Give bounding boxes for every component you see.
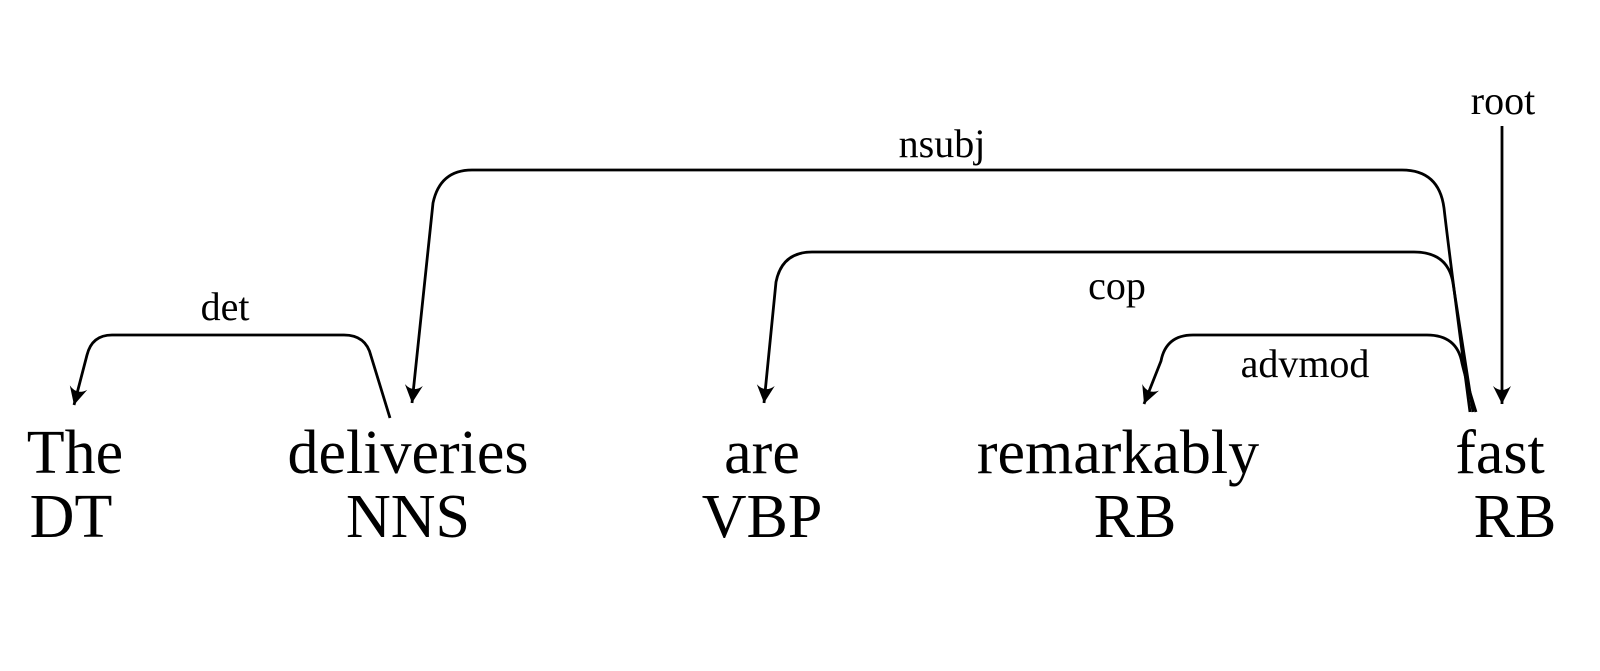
word-token: are	[724, 419, 800, 487]
pos-tag: DT	[30, 483, 113, 551]
dep-arc-cop	[756, 250, 1475, 413]
dep-label-cop: cop	[1088, 263, 1146, 308]
word-token: deliveries	[287, 419, 528, 487]
pos-tag: VBP	[702, 483, 823, 551]
dep-label-nsubj: nsubj	[899, 121, 986, 166]
pos-tag: RB	[1094, 483, 1177, 551]
token-words: The deliveries are remarkably fast	[27, 419, 1545, 487]
dep-arc-det	[69, 333, 392, 419]
pos-tag: RB	[1474, 483, 1557, 551]
dep-arcs	[69, 126, 1511, 419]
dep-labels: det nsubj cop advmod root	[201, 78, 1536, 386]
token-pos-tags: DT NNS VBP RB RB	[30, 483, 1557, 551]
dep-label-det: det	[201, 284, 250, 329]
word-token: The	[27, 419, 123, 487]
word-token: remarkably	[977, 419, 1259, 487]
word-token: fast	[1455, 419, 1545, 487]
pos-tag: NNS	[346, 483, 470, 551]
dep-arc-advmod	[1142, 333, 1478, 413]
dep-label-advmod: advmod	[1241, 341, 1370, 386]
dep-label-root: root	[1471, 78, 1535, 123]
